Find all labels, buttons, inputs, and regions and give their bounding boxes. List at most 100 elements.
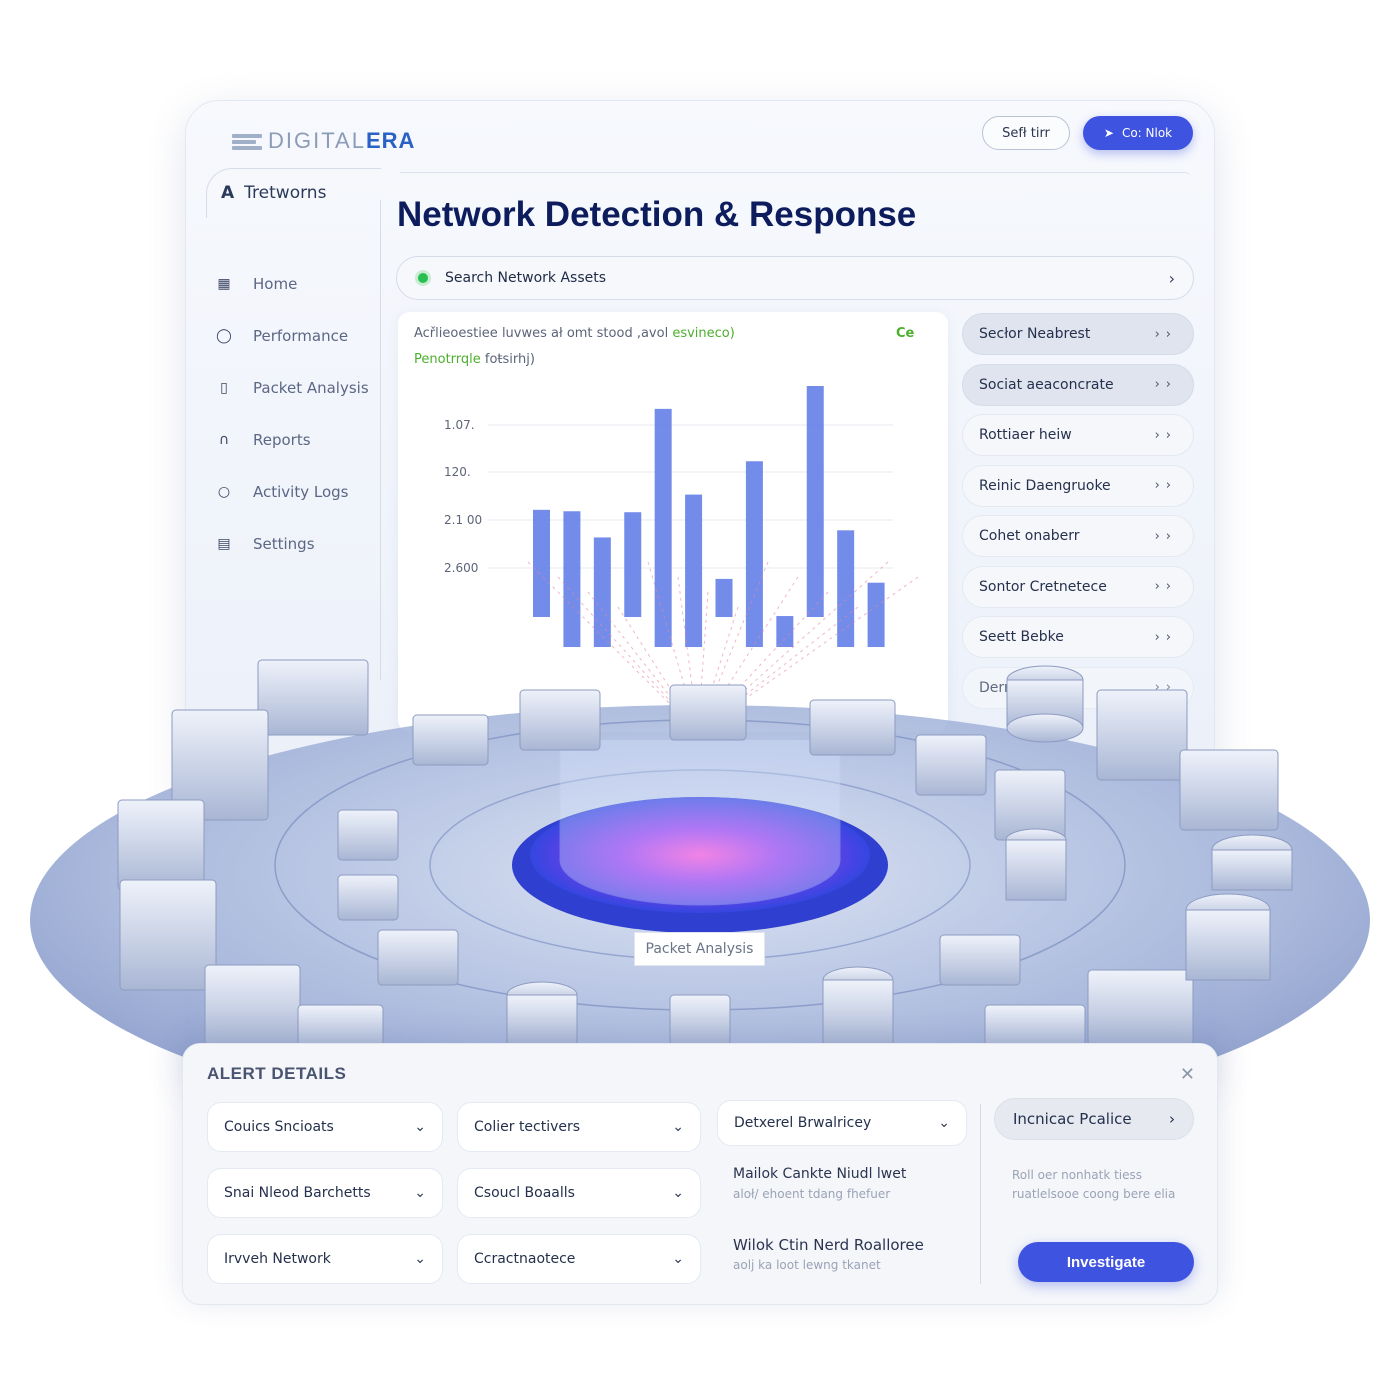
dropdown-label: Csoucl Boaalls [474, 1185, 575, 1201]
activity-icon: ○ [217, 484, 231, 500]
sidebar-item-home[interactable]: ▦Home [215, 258, 380, 310]
chart-bar[interactable] [837, 530, 855, 647]
settings-icon: ▤ [217, 536, 231, 552]
asset-list-item-label: Cohet onaberr [979, 528, 1080, 544]
asset-list-item[interactable]: Reinic Daengruoke ›› [962, 464, 1194, 507]
y-tick-label: 2.1 00 [444, 513, 482, 527]
alert-detail-sub: aloł/ ehoent tdang fhefuer [733, 1187, 891, 1201]
chart-bar[interactable] [563, 511, 581, 647]
y-tick-label: 1.07. [444, 418, 475, 432]
sidebar-item-settings[interactable]: ▤Settings [215, 518, 380, 570]
incident-policy-button[interactable]: Incnicac Pcalice› [994, 1098, 1194, 1140]
sidebar-item-reports[interactable]: ∩Reports [215, 414, 380, 466]
dropdown-label: Detxerel Brwalricey [734, 1115, 872, 1131]
chart-corner-label: Ce [896, 326, 915, 341]
incident-description: Roll oer nonhatk tiess ruatlelsooe coong… [1012, 1168, 1176, 1201]
chevron-down-icon: ⌄ [672, 1251, 684, 1267]
packet-flow-line [527, 561, 699, 732]
chart-bar[interactable] [745, 461, 763, 647]
chevron-down-icon: ⌄ [672, 1185, 684, 1201]
chart-bar[interactable] [624, 512, 642, 617]
chevron-right-icon: ›› [1154, 427, 1177, 443]
search-bar[interactable]: Search Network Assets › [396, 256, 1194, 300]
packet-flow-line [697, 606, 739, 732]
dropdown-label: Ccractnaotece [474, 1251, 576, 1267]
dropdown-label: Colier tectivers [474, 1119, 581, 1135]
chart-bar[interactable] [715, 578, 733, 617]
alert-dropdown[interactable]: Irvveh Network⌄ [207, 1234, 443, 1284]
header-secondary-button[interactable]: Sefł tirr [982, 116, 1070, 150]
incident-label: Incnicac Pcalice [1013, 1110, 1132, 1128]
status-dot-icon [415, 270, 431, 286]
asset-list-item[interactable]: Sontor Cretnetece›› [962, 565, 1194, 608]
chevron-right-icon: ›› [1154, 478, 1177, 493]
alert-title: ALERT DETAILS [207, 1064, 347, 1083]
sidebar-divider [380, 200, 381, 680]
report-icon: ∩ [218, 432, 230, 448]
chart-subtitle: Penotrrqle foŧsirhj) [414, 352, 535, 367]
sidebar-header[interactable]: A Tretworns [206, 168, 381, 218]
asset-list: Secłor Neabrest››Sociat aeaconcrate››Rot… [962, 313, 1194, 717]
chevron-down-icon: ⌄ [414, 1119, 426, 1135]
chart-bar[interactable] [685, 494, 703, 647]
asset-list-item-label: Derr [979, 679, 1010, 696]
core-glow [530, 797, 870, 913]
chevron-right-icon: ›› [1154, 326, 1177, 342]
asset-list-item-label: Secłor Neabrest [979, 326, 1091, 342]
asset-list-item-label: Reinic Daengruoke [979, 477, 1111, 494]
asset-list-item[interactable]: Secłor Neabrest ›› [962, 313, 1194, 355]
sidebar-item-label: Activity Logs [253, 483, 349, 501]
alert-dropdown[interactable]: Couics Sncioats ⌄ [207, 1102, 443, 1152]
bar-chart: 1.07. 120. 2.1 00 2.600 [444, 386, 919, 732]
alert-dropdown[interactable]: Snai Nleod Barchetts⌄ [207, 1168, 443, 1218]
y-tick-label: 120. [444, 465, 471, 479]
alert-detail-title: Mailok Cankte Niudl lwet [733, 1166, 907, 1182]
sidebar-item-label: Packet Analysis [253, 379, 369, 397]
dropdown-label: Irvveh Network [224, 1251, 331, 1267]
asset-list-item-label: Sociat aeaconcrate [979, 376, 1114, 393]
chevron-right-icon: ›› [1154, 528, 1177, 544]
chevron-right-icon[interactable]: › [1168, 268, 1175, 288]
y-tick-label: 2.600 [444, 561, 478, 575]
chart-bar[interactable] [776, 616, 794, 647]
logo-wordmark: DIGITALERA [268, 128, 416, 153]
sidebar-header-label: Tretworns [244, 183, 327, 203]
alert-dropdown[interactable]: Colier tectivers⌄ [457, 1102, 701, 1152]
chart-bar[interactable] [593, 537, 611, 647]
brand-logo[interactable]: DIGITALERA [232, 128, 415, 154]
alert-divider [980, 1104, 981, 1284]
chart-bar[interactable] [867, 582, 885, 647]
sidebar-nav: ▦Home ◯Performance ▯ Packet Analysis ∩Rep… [215, 258, 380, 570]
search-input[interactable]: Search Network Assets [445, 270, 607, 286]
alert-dropdown[interactable]: Detxerel Brwalricey⌄ [717, 1100, 967, 1146]
network-scene-illustration [30, 659, 1370, 1120]
chart-title: Acřlieoestiee luvwes ał omt stood ,avol … [414, 326, 735, 341]
chart-bar[interactable] [806, 386, 824, 617]
chevron-right-icon: ›› [1154, 629, 1177, 645]
asset-list-item-label: Rottiaer heiw [979, 427, 1072, 443]
packet-flow-line [697, 576, 799, 732]
alert-dropdown[interactable]: Csoucl Boaalls ⌄ [457, 1168, 701, 1218]
chevron-down-icon: ⌄ [414, 1185, 426, 1201]
asset-list-item-label: Seett Bebke [979, 629, 1064, 645]
gauge-icon: ◯ [216, 328, 232, 344]
server-racks [117, 659, 1279, 1051]
chart-bar[interactable] [654, 408, 672, 647]
header-primary-button[interactable]: ➤ Co: Nlok [1083, 116, 1193, 150]
asset-list-item[interactable]: Seett Bebke ›› [962, 616, 1194, 658]
sidebar-item-activity-logs[interactable]: ○ Activity Logs [215, 466, 380, 518]
alert-detail-title: Wilok Ctin Nerd Roalloree [733, 1236, 924, 1254]
sidebar-item-performance[interactable]: ◯Performance [215, 310, 380, 362]
core-cylinder [559, 740, 841, 906]
chart-bar[interactable] [533, 509, 550, 617]
packet-icon: ▯ [220, 380, 228, 396]
alert-dropdown[interactable]: Ccractnaotece ⌄ [457, 1234, 701, 1284]
asset-list-item[interactable]: Sociat aeaconcrate›› [962, 363, 1194, 406]
investigate-button[interactable]: Investigate [1018, 1242, 1194, 1282]
dropdown-label: Couics Sncioats [224, 1119, 334, 1135]
asset-list-item[interactable]: Cohet onaberr ›› [962, 515, 1194, 557]
asset-list-item[interactable]: Rottiaer heiw ›› [962, 414, 1194, 456]
close-icon[interactable]: ✕ [1179, 1064, 1195, 1085]
sidebar-item-packet-analysis[interactable]: ▯ Packet Analysis [215, 362, 380, 414]
